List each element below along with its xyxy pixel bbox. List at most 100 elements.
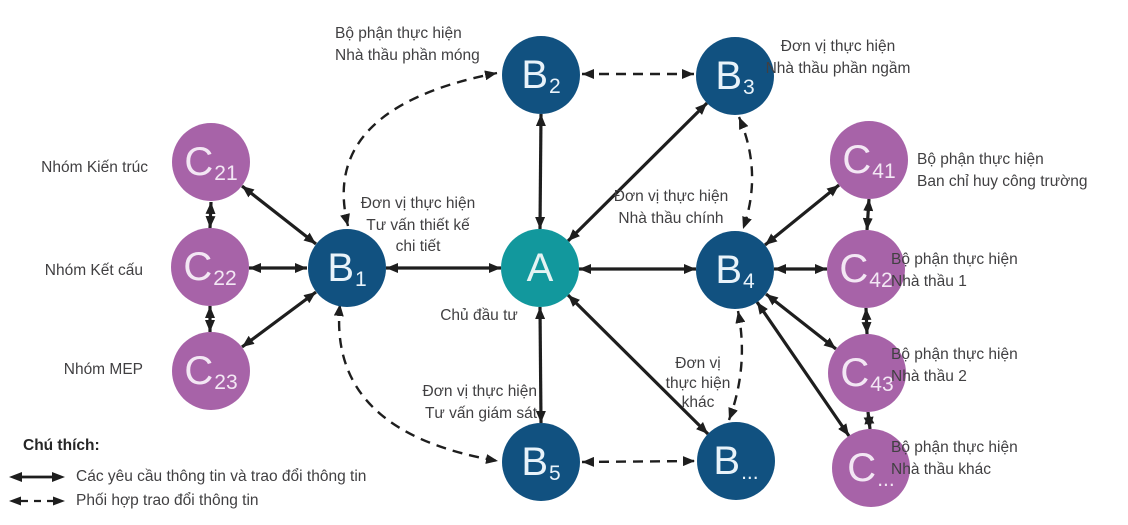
label-c41-role: Bộ phận thực hiện Ban chỉ huy công trườn… bbox=[917, 149, 1087, 192]
node-c21-sub: 21 bbox=[214, 161, 238, 185]
label-bx-line3: khác bbox=[681, 394, 715, 411]
dashed-double-arrow-icon bbox=[9, 496, 65, 506]
label-c42-role: Bộ phận thực hiện Nhà thầu 1 bbox=[891, 249, 1018, 292]
arrow-c23-b1 bbox=[241, 290, 317, 349]
arrow-b4-bx-dashed bbox=[727, 310, 746, 421]
node-c41-sub: 41 bbox=[872, 159, 896, 183]
label-b5-line1: Đơn vị thực hiện bbox=[422, 383, 537, 400]
arrow-b5-bx-dashed bbox=[581, 456, 696, 467]
label-cx-line2: Nhà thầu khác bbox=[891, 460, 991, 478]
node-c22-sub: 22 bbox=[213, 266, 237, 290]
label-c23-line1: Nhóm MEP bbox=[63, 361, 143, 378]
node-c22-letter: C bbox=[183, 245, 213, 289]
label-c43-line1: Bộ phận thực hiện bbox=[891, 346, 1018, 363]
label-c22-line1: Nhóm Kết cấu bbox=[44, 262, 143, 279]
node-c42-sub: 42 bbox=[869, 268, 893, 292]
node-b4-letter: B bbox=[715, 248, 742, 292]
label-c23-role: Nhóm MEP bbox=[18, 359, 143, 381]
arrow-a-b2 bbox=[535, 113, 546, 230]
legend-solid-label: Các yêu cầu thông tin và trao đổi thông … bbox=[76, 468, 367, 485]
node-b2-sub: 2 bbox=[549, 74, 561, 98]
node-c43-letter: C bbox=[840, 351, 870, 395]
node-bx: B... bbox=[697, 422, 775, 500]
label-b2-role: Bộ phận thực hiện Nhà thầu phần móng bbox=[335, 23, 480, 66]
arrow-c43-cx bbox=[863, 411, 875, 430]
arrow-a-bx bbox=[566, 293, 710, 436]
arrow-a-b3 bbox=[566, 101, 709, 243]
label-bx-line2: thực hiện bbox=[665, 374, 731, 392]
solid-double-arrow-icon bbox=[9, 472, 65, 482]
label-cx-role: Bộ phận thực hiện Nhà thầu khác bbox=[891, 437, 1018, 480]
label-b2-line1: Bộ phận thực hiện bbox=[335, 25, 462, 42]
arrow-a-b5 bbox=[535, 306, 546, 424]
label-b1-line2: Tư vấn thiết kế bbox=[366, 216, 470, 234]
label-c43-role: Bộ phận thực hiện Nhà thầu 2 bbox=[891, 344, 1018, 387]
label-c21-line1: Nhóm Kiến trúc bbox=[41, 159, 148, 176]
arrow-c21-c22 bbox=[205, 201, 216, 229]
node-cx-sub: ... bbox=[877, 467, 895, 491]
arrow-c41-c42 bbox=[862, 198, 874, 231]
arrow-b1-b5-dashed bbox=[333, 303, 499, 464]
label-b3-line2: Nhà thầu phần ngầm bbox=[765, 59, 911, 77]
node-b4-sub: 4 bbox=[743, 269, 755, 293]
node-b1-sub: 1 bbox=[355, 267, 367, 291]
legend-row-solid: Các yêu cầu thông tin và trao đổi thông … bbox=[8, 468, 366, 486]
node-b2-letter: B bbox=[521, 53, 548, 97]
node-c42-letter: C bbox=[839, 247, 869, 291]
node-c41-letter: C bbox=[842, 138, 872, 182]
arrow-b4-c41 bbox=[763, 183, 841, 247]
arrow-b4-cx bbox=[755, 301, 851, 437]
arrow-c21-b1 bbox=[241, 184, 317, 246]
node-bx-letter: B bbox=[713, 439, 741, 483]
node-cx-letter: C bbox=[847, 446, 877, 490]
node-b5-sub: 5 bbox=[549, 461, 561, 485]
label-b1-role: Đơn vị thực hiện Tư vấn thiết kế chi tiế… bbox=[348, 193, 488, 258]
node-b3-letter: B bbox=[715, 54, 742, 98]
label-b4-line2: Nhà thầu chính bbox=[618, 209, 724, 227]
label-c41-line2: Ban chỉ huy công trường bbox=[917, 172, 1088, 190]
arrow-b1-b2-dashed bbox=[340, 70, 498, 227]
node-c23-letter: C bbox=[184, 349, 214, 393]
label-cx-line1: Bộ phận thực hiện bbox=[891, 439, 1018, 456]
node-cx: C... bbox=[832, 429, 910, 507]
node-c43-sub: 43 bbox=[870, 372, 894, 396]
node-a-letter: A bbox=[526, 246, 554, 290]
label-c43-line2: Nhà thầu 2 bbox=[891, 367, 967, 385]
node-c23-sub: 23 bbox=[214, 370, 238, 394]
label-c41-line1: Bộ phận thực hiện bbox=[917, 151, 1044, 168]
label-bx-role: Đơn vị thực hiện khác bbox=[653, 354, 743, 413]
legend-title: Chú thích: bbox=[23, 437, 100, 454]
label-bx-line1: Đơn vị bbox=[675, 355, 721, 372]
label-c21-role: Nhóm Kiến trúc bbox=[18, 157, 148, 179]
label-b2-line2: Nhà thầu phần móng bbox=[335, 46, 480, 64]
legend-dashed-label: Phối hợp trao đổi thông tin bbox=[76, 492, 259, 509]
label-a-role: Chủ đầu tư bbox=[429, 305, 529, 327]
node-b3-sub: 3 bbox=[743, 75, 755, 99]
label-b5-role: Đơn vị thực hiện Tư vấn giám sát bbox=[397, 381, 537, 424]
node-bx-sub: ... bbox=[741, 460, 759, 484]
label-c22-role: Nhóm Kết cấu bbox=[18, 260, 143, 282]
label-b5-line2: Tư vấn giám sát bbox=[424, 404, 537, 422]
label-b4-role: Đơn vị thực hiện Nhà thầu chính bbox=[601, 186, 741, 229]
label-a-line1: Chủ đầu tư bbox=[440, 307, 518, 324]
label-b4-line1: Đơn vị thực hiện bbox=[613, 188, 729, 205]
label-b3-line1: Đơn vị thực hiện bbox=[780, 38, 896, 55]
node-b1-letter: B bbox=[327, 246, 354, 290]
arrow-c42-c43 bbox=[861, 307, 872, 335]
label-c42-line2: Nhà thầu 1 bbox=[891, 272, 967, 290]
legend-row-dashed: Phối hợp trao đổi thông tin bbox=[8, 492, 259, 510]
node-b5-letter: B bbox=[521, 440, 548, 484]
label-b3-role: Đơn vị thực hiện Nhà thầu phần ngầm bbox=[752, 36, 924, 79]
